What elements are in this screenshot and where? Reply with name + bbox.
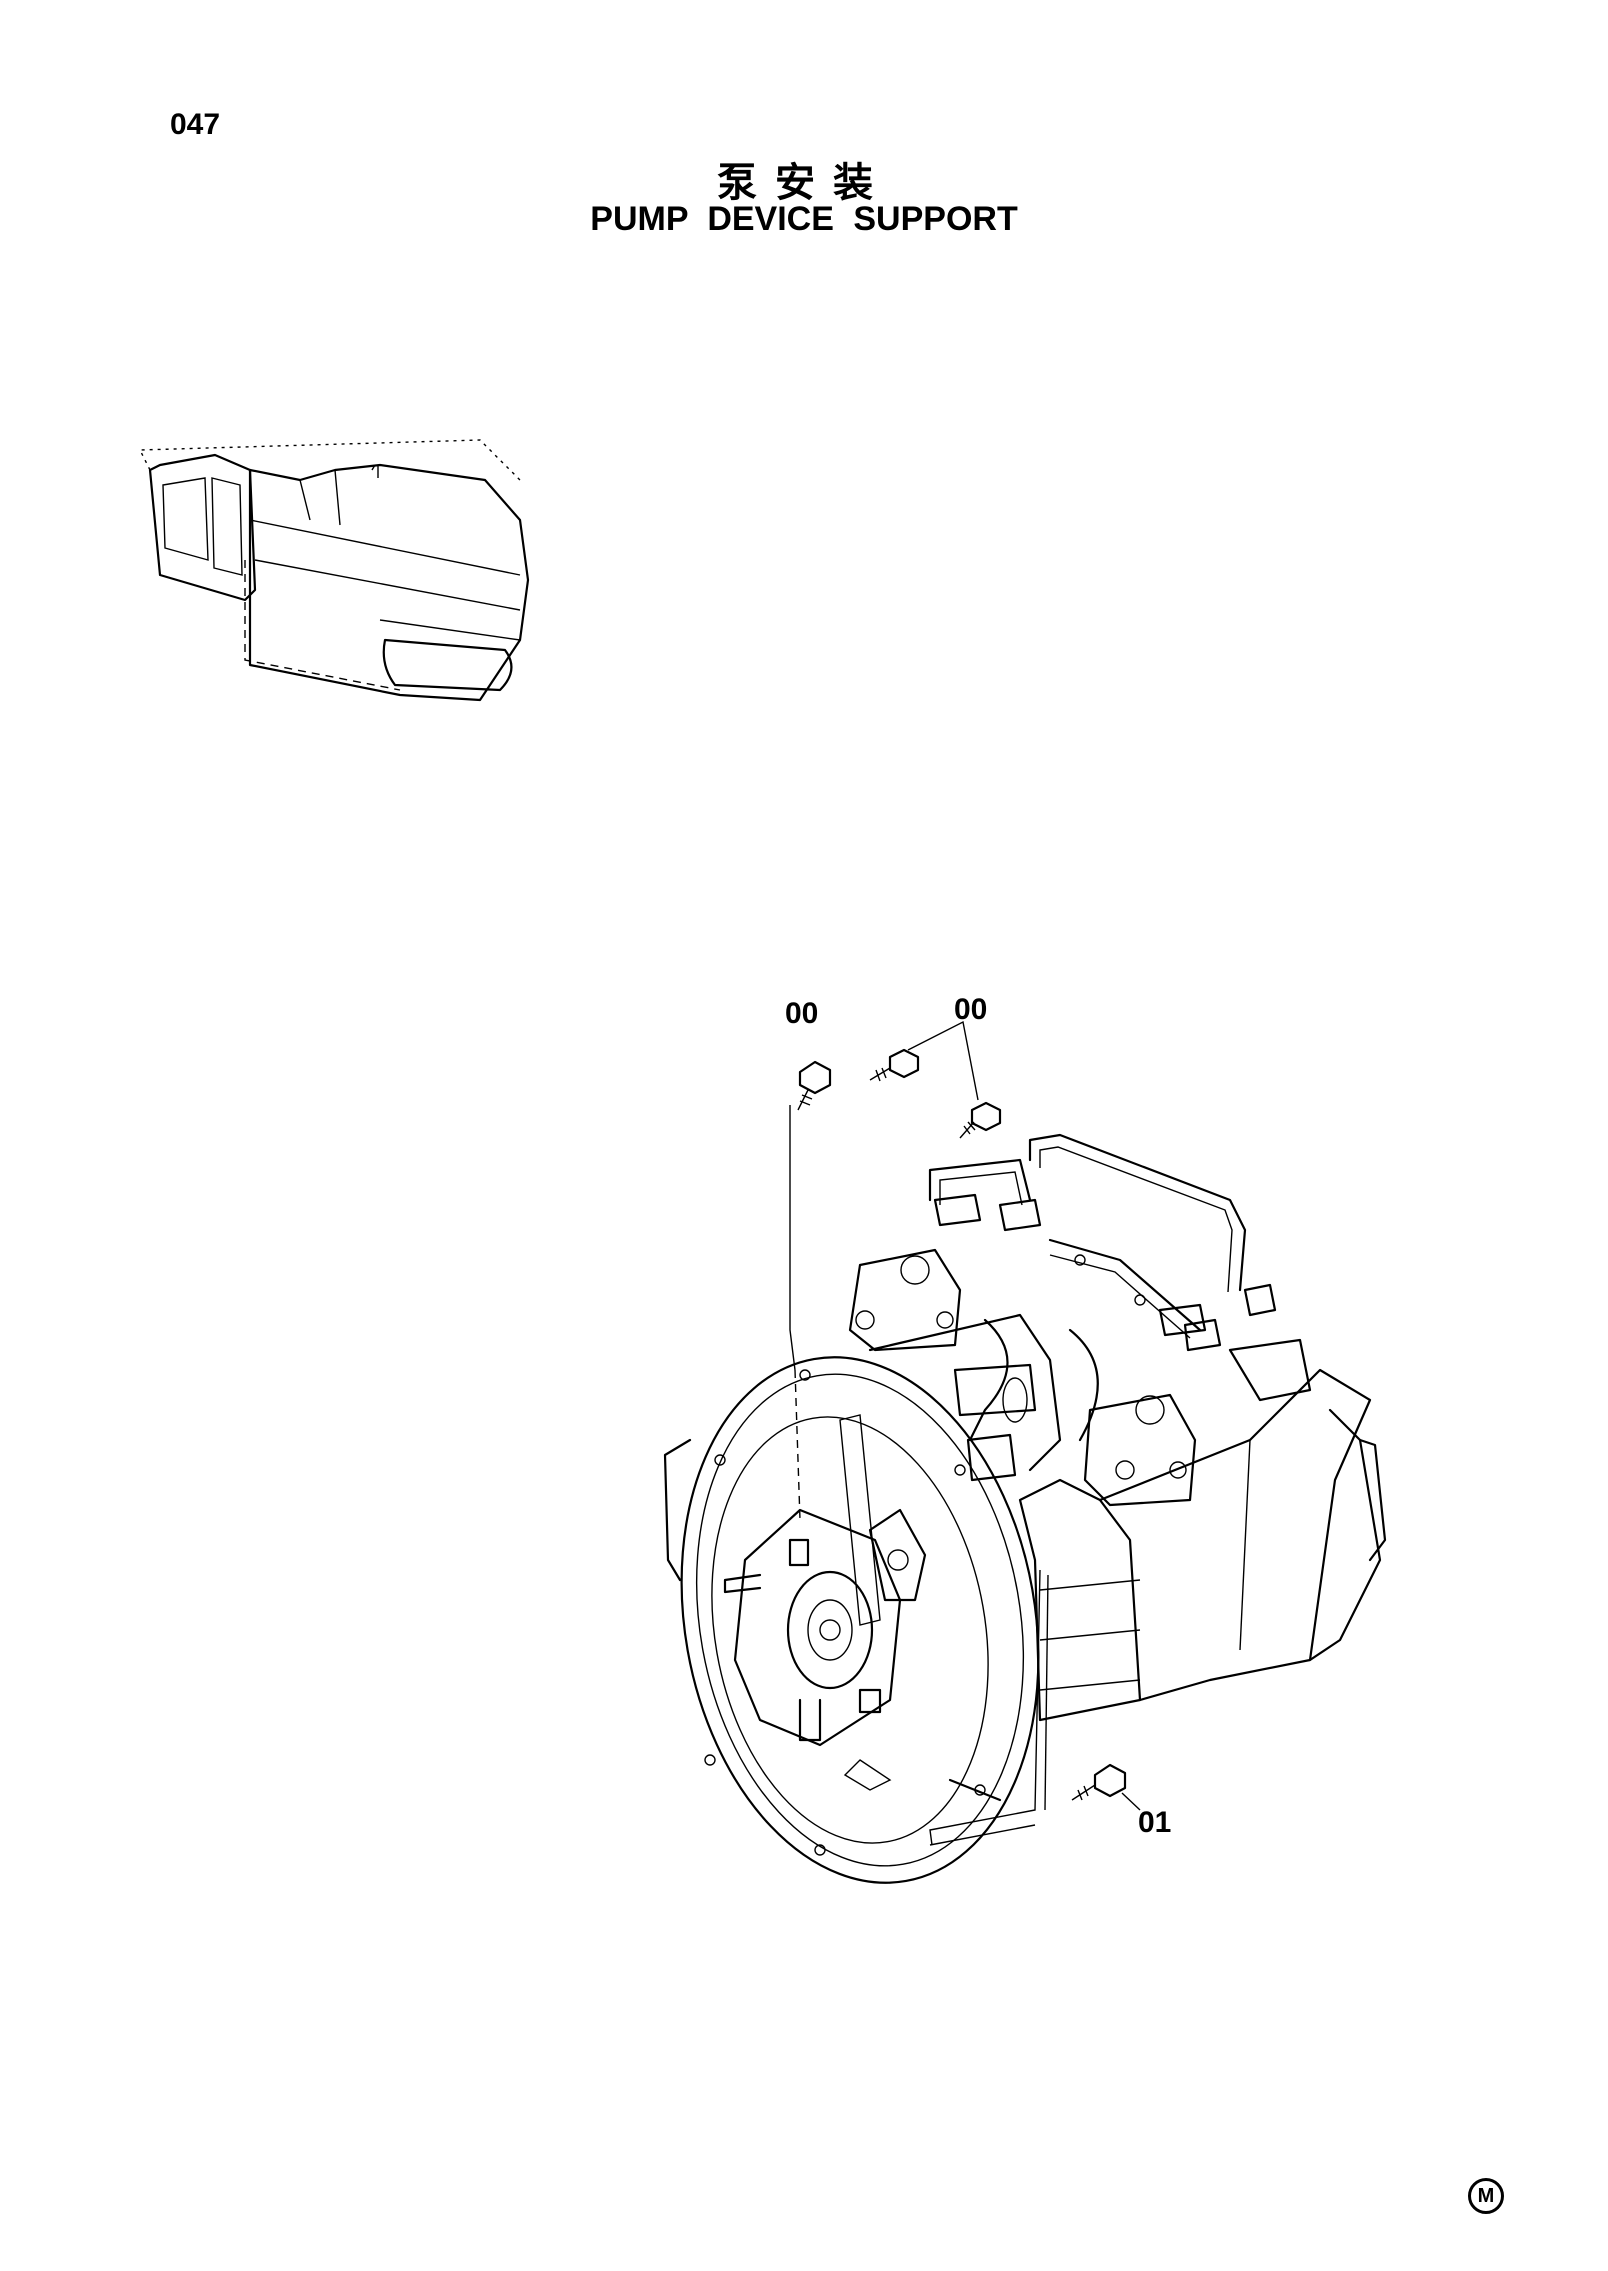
callout-label-bottom: 01 bbox=[1138, 1806, 1172, 1839]
excavator-locator-illustration bbox=[138, 439, 530, 702]
page-title-cn: 泵安装 bbox=[717, 160, 891, 206]
callout-leader-right bbox=[907, 1020, 979, 1101]
page-number: 047 bbox=[170, 108, 221, 141]
bracket-line-bottom-2 bbox=[929, 1824, 1036, 1846]
bolt-bottom bbox=[1044, 1574, 1141, 1811]
bolt-right-lower bbox=[959, 1101, 1002, 1139]
pump-device-drawing bbox=[663, 1133, 1387, 1884]
callout-label-left: 00 bbox=[785, 997, 819, 1030]
page-title-en: PUMP DEVICE SUPPORT bbox=[590, 200, 1018, 238]
bracket-line-bottom bbox=[929, 1569, 1041, 1846]
bolt-left bbox=[789, 1060, 832, 1521]
callout-label-right: 00 bbox=[954, 993, 988, 1026]
bolt-right-upper bbox=[869, 1048, 920, 1082]
manufacturer-mark: M bbox=[1468, 2178, 1504, 2214]
